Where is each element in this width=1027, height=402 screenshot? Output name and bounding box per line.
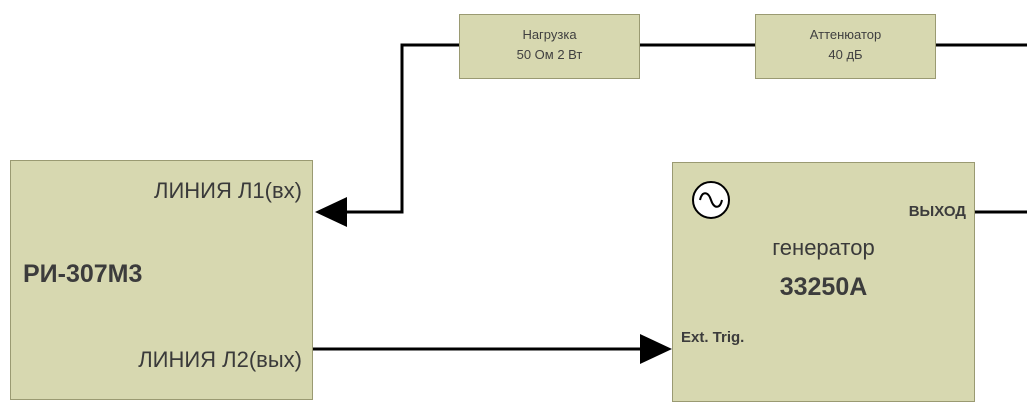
attenuator-label-line2: 40 дБ [828, 47, 863, 62]
generator-block: ВЫХОД генератор 33250A Ext. Trig. [672, 162, 975, 402]
generator-output-port-label: ВЫХОД [908, 203, 966, 220]
wire-load-to-receiver-input [345, 43, 459, 214]
attenuator-block: Аттенюатор 40 дБ [755, 14, 936, 79]
load-label-line2: 50 Ом 2 Вт [516, 47, 583, 62]
connection-wires [313, 43, 1027, 364]
generator-model-label: 33250A [779, 273, 868, 301]
receiver-model-label: РИ-307М3 [23, 260, 143, 288]
generator-title: генератор [772, 235, 875, 260]
attenuator-label-line1: Аттенюатор [809, 27, 882, 42]
generator-ext-trig-label: Ext. Trig. [681, 329, 745, 346]
receiver-block: ЛИНИЯ Л1(вх) РИ-307М3 ЛИНИЯ Л2(вых) [10, 160, 313, 400]
load-label-line1: Нагрузка [522, 27, 577, 42]
load-block: Нагрузка 50 Ом 2 Вт [459, 14, 640, 79]
sine-wave-icon [690, 179, 732, 221]
arrow-generator-trig [640, 334, 672, 364]
receiver-input-port-label: ЛИНИЯ Л1(вх) [154, 178, 302, 203]
receiver-output-port-label: ЛИНИЯ Л2(вых) [138, 347, 302, 372]
arrow-receiver-input [315, 197, 347, 227]
